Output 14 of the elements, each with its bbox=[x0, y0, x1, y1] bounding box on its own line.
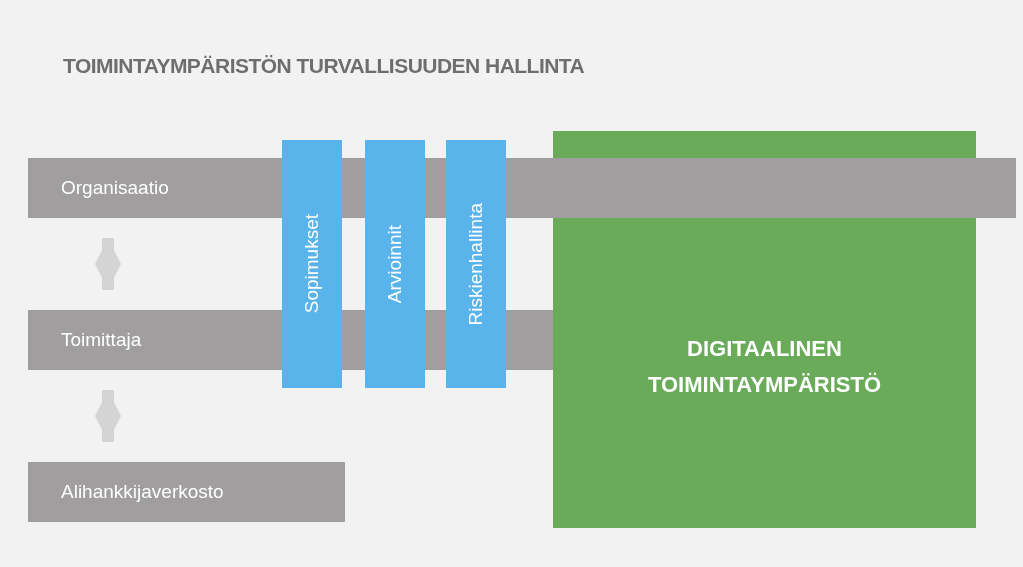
column-bar bbox=[282, 140, 342, 388]
column-label: Riskienhallinta bbox=[463, 202, 487, 326]
double-arrow bbox=[94, 238, 122, 290]
column-label: Arvioinnit bbox=[382, 224, 406, 304]
column-bar bbox=[365, 140, 425, 388]
double-arrow bbox=[94, 390, 122, 442]
band-label: Organisaatio bbox=[61, 175, 169, 200]
column-bar bbox=[446, 140, 506, 388]
column-label: Sopimukset bbox=[299, 214, 323, 314]
title: TOIMINTAYMPÄRISTÖN TURVALLISUUDEN HALLINTA bbox=[63, 53, 585, 79]
area-label: DIGITAALINEN TOIMINTAYMPÄRISTÖ bbox=[646, 335, 883, 399]
band-label: Alihankkijaverkosto bbox=[61, 479, 224, 504]
band-label: Toimittaja bbox=[61, 327, 142, 352]
band-bar bbox=[28, 462, 345, 522]
